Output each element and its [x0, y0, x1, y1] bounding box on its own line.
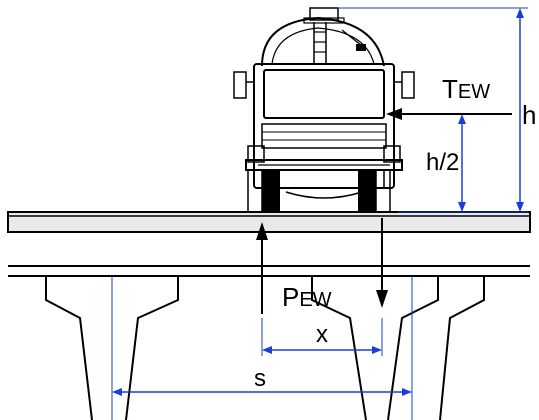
h-arrow-top	[516, 8, 524, 18]
girders	[45, 276, 485, 420]
wind-force-label: TEW	[442, 74, 490, 104]
labels: TEW h h/2 PEW x s	[254, 74, 536, 392]
headlight-right	[383, 145, 401, 163]
s-arrow-left	[112, 388, 122, 396]
wind-force-label-main: T	[442, 74, 458, 104]
s-arrow-right	[402, 388, 412, 396]
tire-right	[358, 170, 376, 212]
reaction-force-label: PEW	[282, 282, 332, 312]
headlight-left	[247, 145, 265, 163]
h-arrow-bottom	[516, 202, 524, 212]
tanker-truck	[233, 7, 415, 213]
girder-left	[45, 276, 179, 420]
girder-right-web	[387, 276, 439, 420]
reaction-force-label-sub: EW	[299, 289, 331, 311]
height-label: h	[522, 100, 536, 130]
tank-valve	[356, 44, 366, 51]
reaction-up-arrow-head	[256, 222, 268, 240]
bridge-deck	[7, 211, 531, 277]
wheel-spacing-label: x	[316, 321, 328, 348]
tank-hatch-rim	[303, 17, 345, 24]
tank-hatch	[309, 7, 339, 21]
girder-spacing-label: s	[254, 365, 266, 392]
axle-spring	[285, 191, 363, 199]
half-height-label: h/2	[426, 149, 459, 176]
wind-force-label-sub: EW	[458, 81, 490, 103]
tank-pipe	[341, 29, 363, 47]
x-arrow-right	[372, 346, 382, 354]
h-half-arrow-top	[458, 114, 466, 124]
girder-middle	[311, 276, 367, 420]
h-half-arrow-bottom	[458, 202, 466, 212]
reaction-down-arrow-head	[376, 290, 388, 308]
mirror-left	[233, 71, 247, 99]
deck-slab	[7, 211, 531, 233]
grille	[261, 123, 387, 149]
girder-right-flange	[439, 276, 485, 420]
wheel-hub-right	[375, 169, 391, 213]
dimensions	[112, 7, 528, 396]
x-arrow-left	[262, 346, 272, 354]
wind-force-arrow-head	[386, 108, 402, 120]
tire-left	[262, 170, 280, 212]
windshield	[263, 69, 385, 119]
mirror-right	[401, 71, 415, 99]
forces	[256, 108, 512, 314]
reaction-force-label-main: P	[282, 282, 299, 312]
